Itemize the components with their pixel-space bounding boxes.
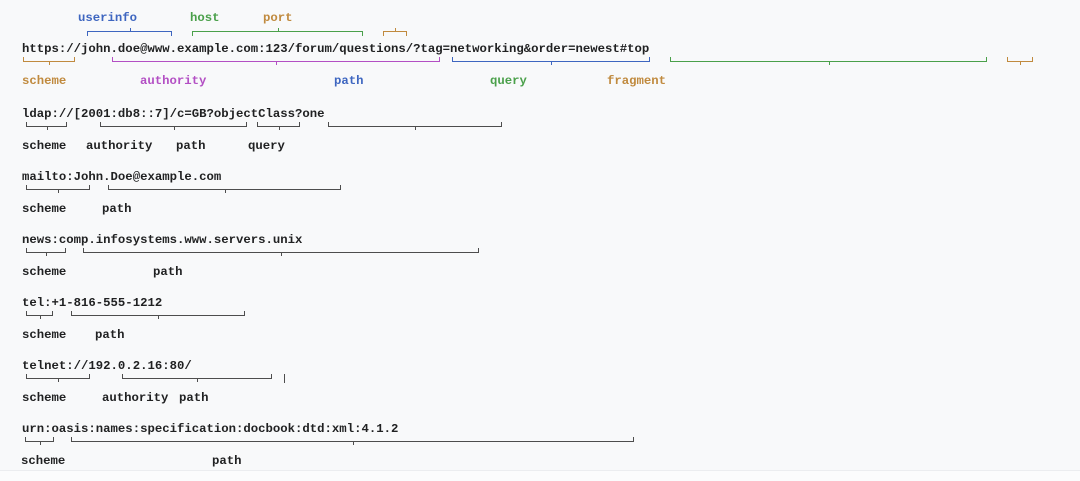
bracket-tick — [197, 378, 198, 382]
bracket-userinfo — [87, 28, 172, 36]
bracket-path — [108, 185, 341, 193]
bracket-tick — [415, 126, 416, 130]
bracket-query — [328, 122, 502, 130]
bracket-tick — [46, 252, 47, 256]
bracket-tick — [58, 378, 59, 382]
uri-text: telnet://192.0.2.16:80/ — [22, 359, 192, 373]
bracket-tick — [352, 441, 354, 445]
bracket-scheme — [26, 374, 90, 382]
bracket-tick — [58, 189, 59, 193]
bracket-tick — [278, 126, 280, 130]
bracket-path — [257, 122, 300, 130]
bracket-port — [383, 28, 407, 36]
component-label-authority: authority — [102, 391, 169, 405]
uri-text: news:comp.infosystems.www.servers.unix — [22, 233, 303, 247]
component-label-fragment: fragment — [607, 74, 667, 88]
bracket-tick — [281, 252, 282, 256]
bracket-authority — [112, 57, 440, 65]
bracket-tick — [395, 28, 396, 32]
component-label-scheme: scheme — [22, 139, 67, 153]
bracket-scheme — [25, 437, 54, 445]
component-label-path: path — [212, 454, 242, 468]
page-bottom-strip — [0, 470, 1080, 481]
bracket-path — [452, 57, 650, 65]
component-label-scheme: scheme — [22, 74, 67, 88]
bracket-scheme — [26, 185, 90, 193]
bracket-host — [192, 28, 363, 36]
component-label-path: path — [102, 202, 132, 216]
bracket-tick — [1020, 61, 1021, 65]
uri-text: mailto:John.Doe@example.com — [22, 170, 222, 184]
bracket-path — [71, 437, 634, 445]
bracket-scheme — [26, 311, 53, 319]
bracket-tick — [39, 315, 41, 319]
bracket-path-single-tick — [284, 374, 285, 383]
bracket-tick — [46, 126, 48, 130]
bracket-scheme — [26, 122, 67, 130]
component-label-path: path — [334, 74, 364, 88]
component-label-authority: authority — [140, 74, 207, 88]
component-label-scheme: scheme — [22, 391, 67, 405]
component-label-query: query — [490, 74, 527, 88]
uri-text: https://john.doe@www.example.com:123/for… — [22, 42, 650, 56]
component-label-path: path — [153, 265, 183, 279]
bracket-path — [71, 311, 245, 319]
bracket-authority — [122, 374, 272, 382]
component-label-port: port — [263, 11, 293, 25]
bracket-tick — [277, 28, 279, 32]
bracket-tick — [224, 189, 226, 193]
bracket-tick — [39, 441, 41, 445]
component-label-path: path — [95, 328, 125, 342]
bracket-tick — [173, 126, 175, 130]
component-label-path: path — [179, 391, 209, 405]
bracket-authority — [100, 122, 247, 130]
bracket-tick — [129, 28, 131, 32]
uri-text: tel:+1-816-555-1212 — [22, 296, 163, 310]
component-label-host: host — [190, 11, 220, 25]
bracket-scheme — [23, 57, 75, 65]
component-label-authority: authority — [86, 139, 153, 153]
component-label-userinfo: userinfo — [78, 11, 138, 25]
bracket-tick — [158, 315, 159, 319]
bracket-tick — [276, 61, 277, 65]
bracket-fragment — [1007, 57, 1033, 65]
bracket-tick — [828, 61, 830, 65]
component-label-scheme: scheme — [21, 454, 66, 468]
component-label-scheme: scheme — [22, 265, 67, 279]
uri-text: ldap://[2001:db8::7]/c=GB?objectClass?on… — [22, 107, 325, 121]
bracket-query — [670, 57, 987, 65]
bracket-tick — [49, 61, 50, 65]
component-label-scheme: scheme — [22, 202, 67, 216]
bracket-tick — [551, 61, 552, 65]
bracket-path — [83, 248, 479, 256]
component-label-path: path — [176, 139, 206, 153]
component-label-query: query — [248, 139, 285, 153]
bracket-scheme — [26, 248, 66, 256]
uri-text: urn:oasis:names:specification:docbook:dt… — [22, 422, 399, 436]
component-label-scheme: scheme — [22, 328, 67, 342]
